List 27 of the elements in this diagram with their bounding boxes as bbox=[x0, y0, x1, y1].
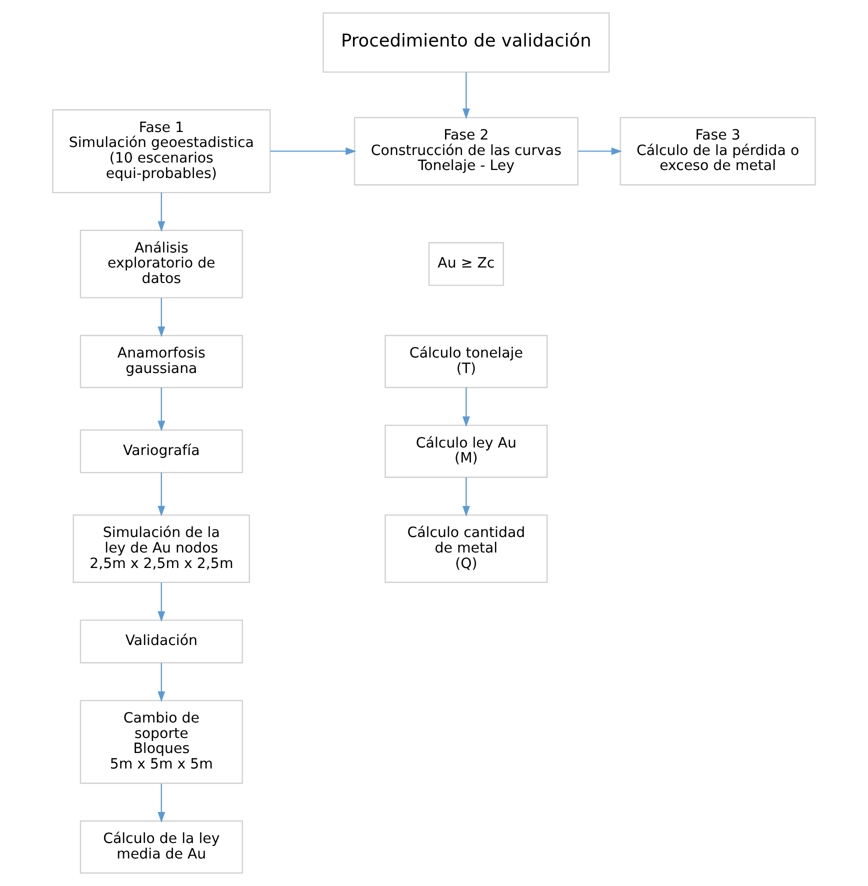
node-box: Cambio de soporte Bloques 5m x 5m x 5m bbox=[80, 700, 243, 784]
arrow bbox=[158, 298, 166, 338]
node-box: Au ≥ Zc bbox=[428, 242, 504, 286]
node-box: Análisis exploratorio de datos bbox=[80, 230, 243, 298]
arrow bbox=[462, 388, 470, 427]
arrow bbox=[158, 472, 166, 516]
node-box: Procedimiento de validación bbox=[322, 12, 610, 73]
arrow bbox=[462, 72, 470, 120]
node-box: Variografía bbox=[80, 429, 243, 474]
arrow bbox=[158, 192, 166, 232]
node-box: Cálculo de la ley media de Au bbox=[80, 820, 243, 874]
arrow bbox=[158, 784, 166, 823]
node-box: Cálculo ley Au (M) bbox=[384, 424, 548, 478]
arrow bbox=[462, 477, 470, 517]
arrow bbox=[578, 147, 622, 155]
node-box: Fase 3 Cálculo de la pérdida o exceso de metal bbox=[620, 116, 816, 186]
arrow bbox=[158, 388, 166, 432]
node-box: Cálculo tonelaje (T) bbox=[384, 334, 548, 388]
arrow bbox=[158, 662, 166, 702]
node-box: Simulación de la ley de Au nodos 2,5m x 2,5m x 2,5m bbox=[72, 514, 250, 583]
arrow bbox=[158, 582, 166, 622]
node-box: Fase 1 Simulación geoestadistica (10 escenarios equi-probables) bbox=[52, 109, 271, 194]
node-box: Fase 2 Construcción de las curvas Tonelaje - Ley bbox=[354, 116, 578, 186]
arrow bbox=[270, 147, 356, 155]
node-box: Anamorfosis gaussiana bbox=[80, 334, 243, 388]
node-box: Validación bbox=[80, 620, 243, 664]
node-box: Cálculo cantidad de metal (Q) bbox=[384, 514, 548, 583]
